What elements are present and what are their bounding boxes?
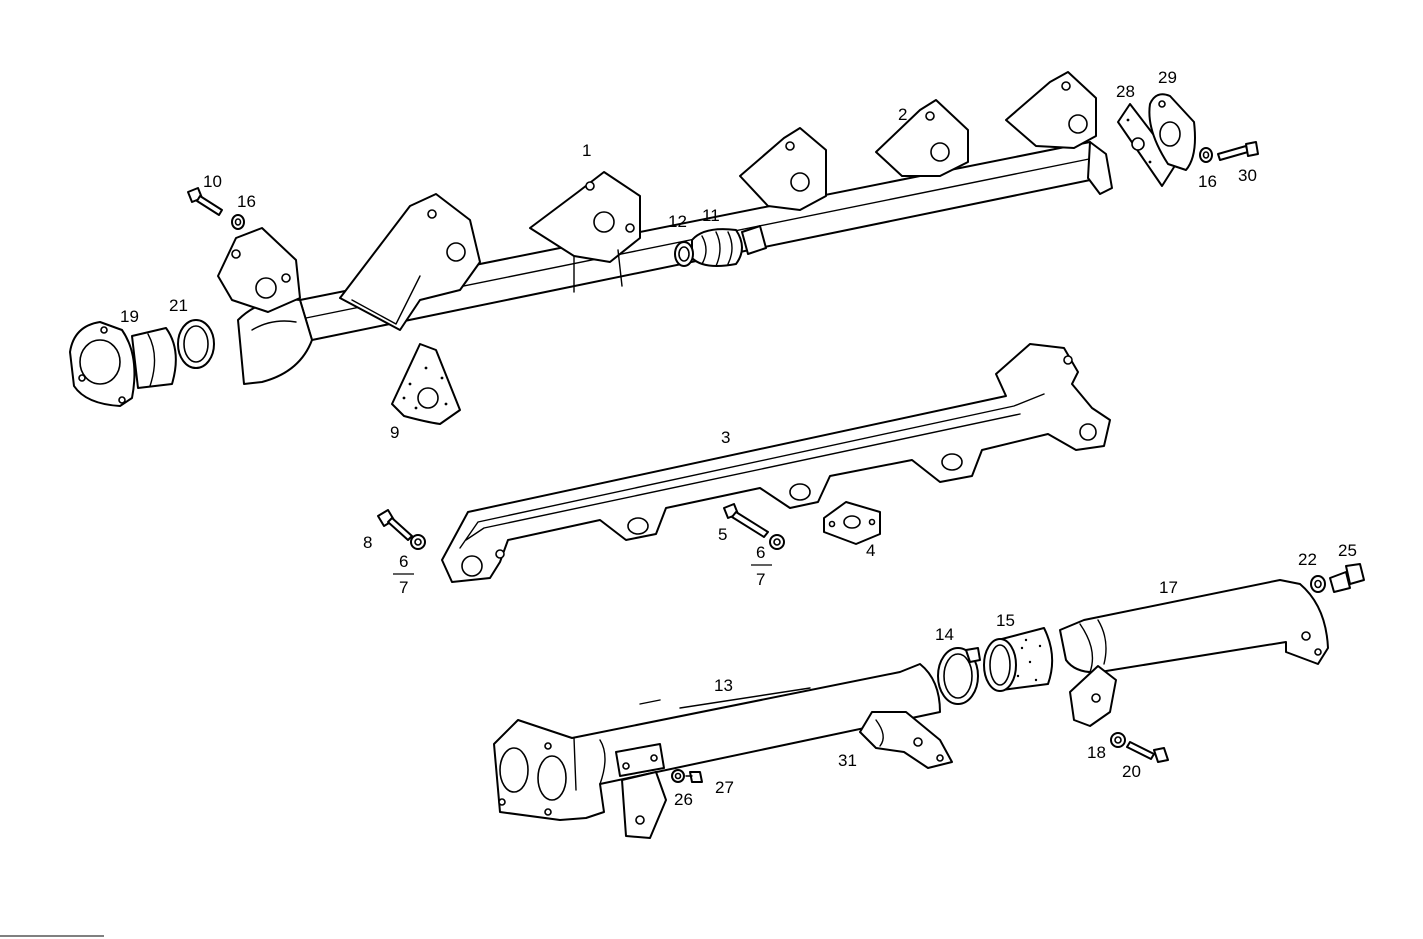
exhaust-manifold-upper [217,71,1113,385]
callout-20: 20 [1122,762,1141,781]
callout-13: 13 [714,676,733,695]
callout-19: 19 [120,307,139,326]
bolt [723,503,769,538]
ring-gasket [177,319,215,369]
slip-sleeve [983,627,1054,692]
callout-17: 17 [1159,578,1178,597]
plug [1329,563,1365,593]
cover-gasket [1117,103,1177,187]
callout-8: 8 [363,533,372,552]
callout-3: 3 [721,428,730,447]
washer [671,769,685,783]
callout-29: 29 [1158,68,1177,87]
callout-11: 11 [702,206,720,225]
callout-1: 1 [582,141,591,160]
exhaust-manifold-middle [441,343,1111,583]
port-gasket [823,501,881,545]
bolt [1217,141,1259,161]
cover-plate [1148,93,1196,171]
callout-25: 25 [1338,541,1357,560]
screw [685,771,703,783]
callout-26: 26 [674,790,693,809]
callout-labels: 1 2 3 4 5 6 7 6 7 8 9 10 11 12 13 14 15 … [120,68,1357,809]
callout-14: 14 [935,625,954,644]
port-gasket [391,343,461,425]
callout-6: 6 [756,543,765,562]
washer [769,534,785,550]
callout-21: 21 [169,296,188,315]
callout-7: 7 [756,570,765,589]
washer [1199,147,1213,163]
callout-18: 18 [1087,743,1106,762]
bolt [377,509,413,541]
bolt [1126,741,1169,763]
callout-12: 12 [668,212,687,231]
callout-28: 28 [1116,82,1135,101]
washer [1110,732,1126,748]
exhaust-manifold-lower-rear [1059,579,1329,727]
clamp-ring [937,647,981,705]
callout-9: 9 [390,423,399,442]
callout-5: 5 [718,525,727,544]
callout-6: 6 [399,552,408,571]
exhaust-flange [69,321,177,407]
callout-16: 16 [237,192,256,211]
callout-31: 31 [838,751,857,770]
exhaust-manifold-lower-front [493,663,953,839]
callout-7: 7 [399,578,408,597]
callout-10: 10 [203,172,222,191]
callout-15: 15 [996,611,1015,630]
washer [410,534,426,550]
callout-27: 27 [715,778,734,797]
callout-30: 30 [1238,166,1257,185]
callout-22: 22 [1298,550,1317,569]
washer [1310,575,1326,593]
callout-2: 2 [898,105,907,124]
callout-4: 4 [866,541,875,560]
washer [231,214,245,230]
bolt [187,187,223,216]
callout-16: 16 [1198,172,1217,191]
